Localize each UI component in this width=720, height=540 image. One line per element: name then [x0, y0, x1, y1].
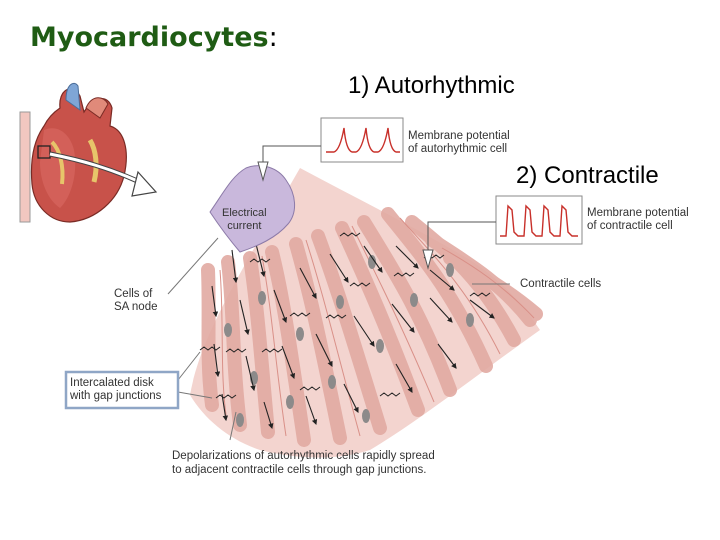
figure-caption: Depolarizations of autorhythmic cells ra…: [172, 450, 435, 476]
contractile-trace: [422, 195, 583, 270]
sa-node: [209, 165, 295, 253]
label-electrical-current: Electrical current: [222, 207, 267, 232]
heading-autorhythmic: 1) Autorhythmic: [348, 72, 515, 99]
autorhythmic-trace: [257, 117, 404, 182]
current-arrows: [211, 243, 495, 430]
nuclei: [224, 255, 474, 427]
intercalated-disks: [199, 232, 491, 399]
label-intercalated-disk: Intercalated disk with gap junctions: [70, 377, 162, 402]
title-colon: :: [268, 22, 278, 53]
leader-lines: [167, 237, 510, 441]
heart-illustration: [19, 82, 158, 223]
heading-contractile: 2) Contractile: [516, 162, 659, 189]
intercalated-disk-box: [64, 370, 180, 410]
label-contractile-cells: Contractile cells: [520, 278, 602, 290]
label-membrane-autorhythmic: Membrane potential of autorhythmic cell: [408, 130, 510, 155]
label-sa-node: Cells of SA node: [114, 288, 158, 313]
label-membrane-contractile: Membrane potential of contractile cell: [587, 207, 689, 232]
slide-title: Myocardiocytes:: [30, 22, 278, 53]
contractile-fibers: [190, 168, 543, 458]
title-text: Myocardiocytes: [30, 22, 269, 53]
